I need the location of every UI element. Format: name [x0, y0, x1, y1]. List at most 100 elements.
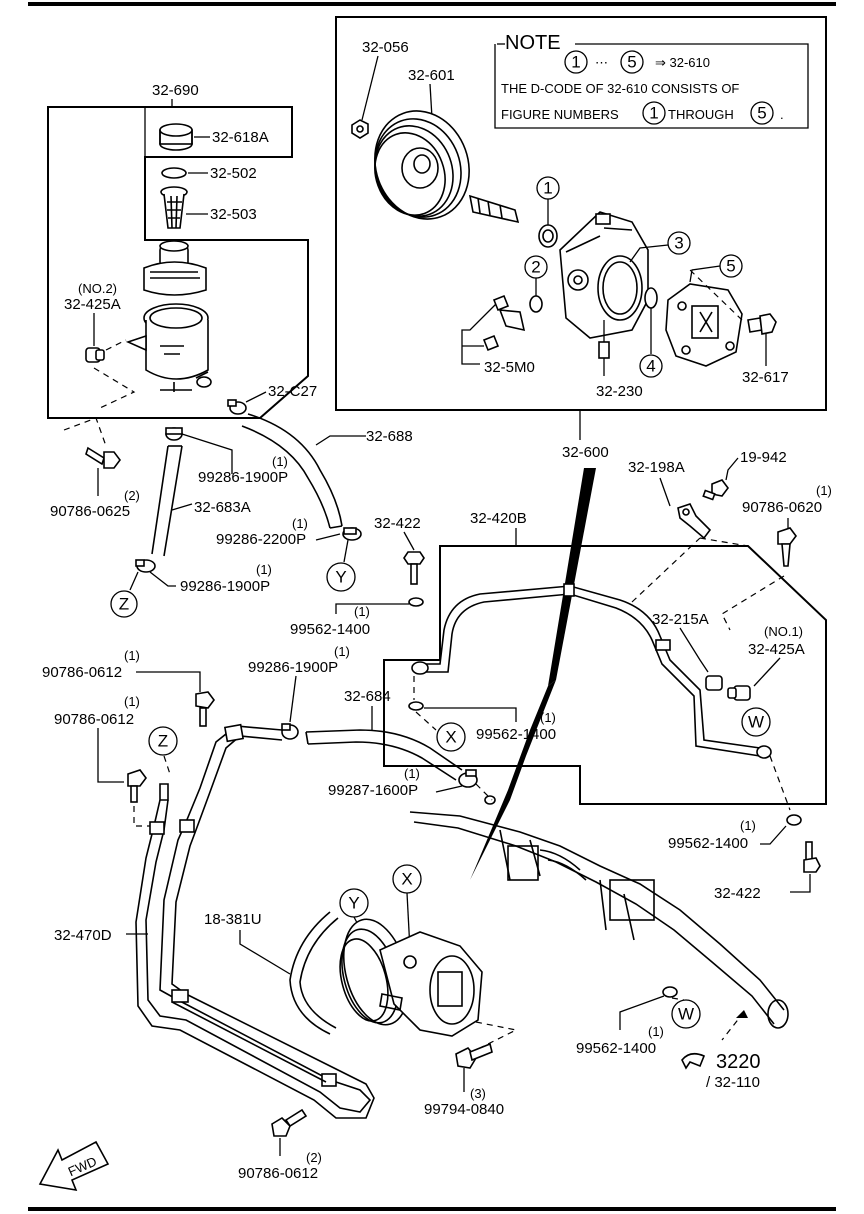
hose-32-684	[305, 729, 463, 781]
reference-arrow-icon	[681, 1052, 706, 1070]
label-99562-1400-c: 99562-1400	[668, 835, 748, 852]
callout-num-4: 4	[646, 357, 655, 376]
bolt-90786-0612-c	[271, 1108, 308, 1137]
note-circle-1b	[642, 101, 666, 125]
connector-x-top-label: X	[445, 728, 456, 747]
hose-32-683a	[151, 445, 183, 557]
callout-num-2: 2	[531, 258, 540, 277]
top-border	[28, 2, 836, 6]
fitting-32-5m0	[461, 294, 526, 365]
label-32-425a-right: 32-425A	[748, 641, 805, 658]
label-90786-0625: 90786-0625	[50, 503, 130, 520]
note-circle-5b	[750, 101, 774, 125]
connector-y-bottom-label: Y	[348, 894, 359, 913]
connector-z-top-label: Z	[119, 595, 129, 614]
fwd-arrow-icon: FWD	[38, 1140, 110, 1192]
note-num-1b: 1	[649, 104, 658, 123]
label-99287-1600p: 99287-1600P	[328, 782, 418, 799]
label-32-422-bottom: 32-422	[714, 885, 761, 902]
grommet-32-425a-left	[85, 347, 105, 363]
label-19-942: 19-942	[740, 449, 787, 466]
callout-circle-3	[667, 231, 691, 255]
bottom-border	[28, 1207, 836, 1211]
nut-32-056	[351, 119, 369, 139]
belt-strip-lower	[470, 680, 556, 880]
label-99794-0840: 99794-0840	[424, 1101, 504, 1118]
bolt-19-942	[702, 479, 729, 501]
qty-90786-0612-c: (2)	[306, 1150, 322, 1165]
label-32-215a: 32-215A	[652, 611, 709, 628]
bolt-90786-0612-b	[127, 769, 147, 803]
connector-z-top	[110, 590, 138, 618]
qty-90786-0620: (1)	[816, 483, 832, 498]
label-32-503: 32-503	[210, 206, 257, 223]
note-line3a: FIGURE NUMBERS	[501, 107, 619, 122]
label-99286-1900p-top: 99286-1900P	[198, 469, 288, 486]
callout-num-3: 3	[674, 234, 683, 253]
connector-y-top-label: Y	[335, 568, 346, 587]
label-32-425a-left: 32-425A	[64, 296, 121, 313]
label-32-617: 32-617	[742, 369, 789, 386]
bolt-90786-0620	[777, 527, 797, 567]
connector-y-top	[326, 562, 356, 592]
callout-circle-4	[639, 354, 663, 378]
connector-x-top	[436, 722, 466, 752]
washer-99562-1400-d	[662, 986, 678, 998]
connector-w-bottom	[671, 999, 701, 1029]
label-32-688: 32-688	[366, 428, 413, 445]
label-99286-1900p-mid: 99286-1900P	[248, 659, 338, 676]
note-line2: THE D-CODE OF 32-610 CONSISTS OF	[501, 81, 739, 96]
clamp-99286-1900p-mid	[281, 723, 299, 740]
return-pipe-32-470d	[135, 723, 375, 1119]
label-18-381u: 18-381U	[204, 911, 262, 928]
label-90786-0612-b: 90786-0612	[54, 711, 134, 728]
steering-gear	[409, 795, 789, 1029]
callout-num-5: 5	[726, 257, 735, 276]
washer-99562-1400-b	[408, 701, 424, 711]
label-32-230: 32-230	[596, 383, 643, 400]
qty-32-425a-no1: (NO.1)	[764, 624, 803, 639]
label-32-056: 32-056	[362, 39, 409, 56]
label-90786-0612-c: 90786-0612	[238, 1165, 318, 1182]
label-32-c27: 32-C27	[268, 383, 317, 400]
strainer-32-503	[160, 186, 188, 229]
clamp-99286-1900p-z	[135, 559, 156, 573]
pump-assembly-box: NOTE 1 ⋯ 5 ⇒ 32-610 THE D-CODE OF 32-610…	[335, 16, 827, 411]
qty-90786-0612-a: (1)	[124, 648, 140, 663]
note-num-5: 5	[627, 53, 636, 72]
hose-32-688	[241, 413, 343, 529]
bolt-32-422-bottom	[803, 841, 821, 873]
qty-99562-1400-c: (1)	[740, 818, 756, 833]
dash-0625	[63, 417, 107, 447]
clamp-99287-1600p	[458, 769, 478, 788]
reservoir-tank	[125, 240, 212, 392]
note-arrow-text: ⇒ 32-610	[655, 55, 710, 70]
pulley-32-601	[374, 110, 470, 220]
label-32-618a: 32-618A	[212, 129, 269, 146]
note-line3b: THROUGH	[668, 107, 734, 122]
label-99562-1400-b: 99562-1400	[476, 726, 556, 743]
label-32-470d: 32-470D	[54, 927, 112, 944]
oring-32-502	[161, 167, 187, 179]
note-box: NOTE 1 ⋯ 5 ⇒ 32-610 THE D-CODE OF 32-610…	[494, 32, 809, 129]
gasket-4	[644, 287, 658, 309]
callout-num-1: 1	[543, 179, 552, 198]
label-32-198a: 32-198A	[628, 459, 685, 476]
pump-assembled	[339, 918, 483, 1037]
connector-x-bottom-label: X	[401, 870, 412, 889]
note-title: NOTE	[505, 32, 561, 54]
label-32-683a: 32-683A	[194, 499, 251, 516]
pressure-pipe-32-420b	[411, 583, 772, 759]
seal-1	[538, 224, 558, 248]
note-circle-1	[564, 50, 588, 74]
connector-w-bottom-label: W	[678, 1005, 694, 1024]
bolt-99794-0840	[455, 1042, 493, 1069]
qty-99562-1400-a: (1)	[354, 604, 370, 619]
label-99562-1400-a: 99562-1400	[290, 621, 370, 638]
note-period: .	[780, 107, 784, 122]
note-num-1: 1	[571, 53, 580, 72]
label-90786-0612-a: 90786-0612	[42, 664, 122, 681]
qty-90786-0625: (2)	[124, 488, 140, 503]
qty-99287-1600p: (1)	[404, 766, 420, 781]
label-99286-2200p: 99286-2200P	[216, 531, 306, 548]
